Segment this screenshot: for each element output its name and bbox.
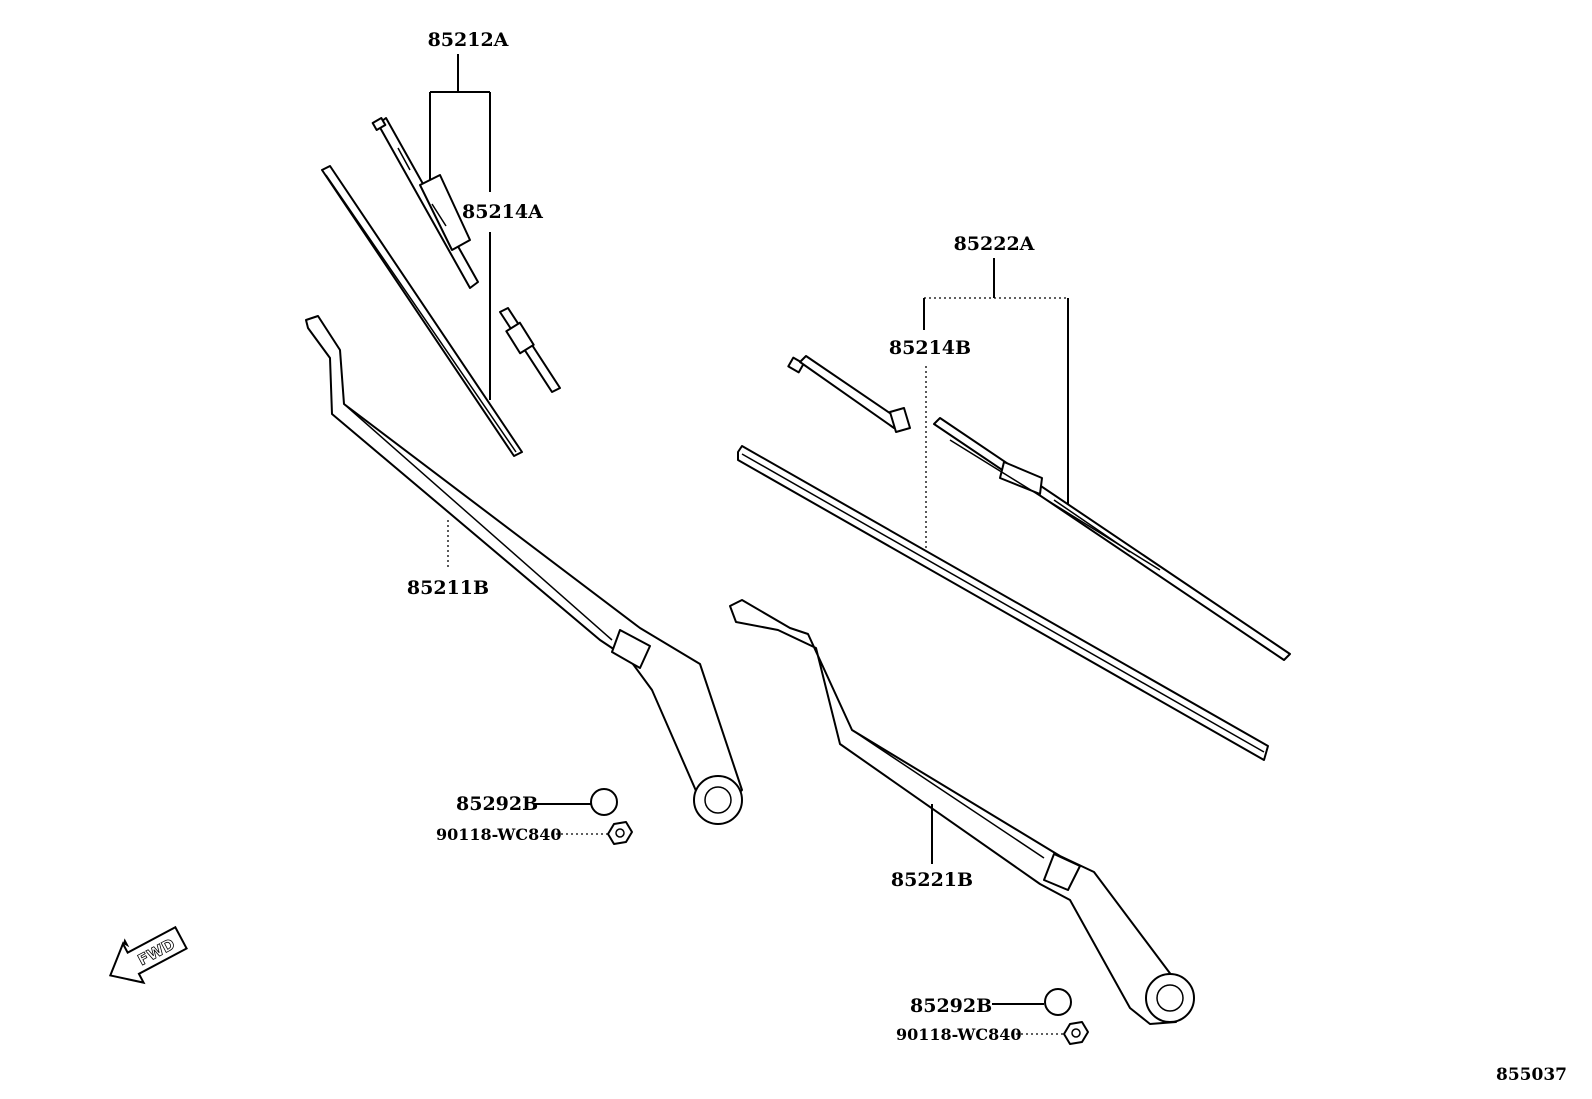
left-wiper-blade-frame	[371, 117, 561, 393]
label-rubber-left: 85214A	[462, 201, 543, 223]
fwd-arrow-icon: FWD	[108, 925, 188, 985]
leader-85222A	[923, 258, 1069, 505]
label-blade-assy-left: 85212A	[428, 29, 509, 51]
label-rubber-right: 85214B	[889, 337, 971, 359]
label-nut-right: 90118-WC840	[896, 1025, 1022, 1044]
label-cap-right: 85292B	[910, 995, 992, 1017]
right-wiper-blade-frame	[787, 355, 1291, 661]
leader-85212A	[429, 54, 491, 400]
label-arm-right: 85221B	[891, 869, 973, 891]
reference-code: 855037	[1496, 1065, 1567, 1085]
label-arm-left: 85211B	[407, 577, 489, 599]
label-nut-left: 90118-WC840	[436, 825, 562, 844]
label-cap-left: 85292B	[456, 793, 538, 815]
left-wiper-arm	[305, 315, 743, 825]
right-wiper-arm	[729, 599, 1195, 1025]
right-pivot-cap	[992, 988, 1072, 1016]
left-hex-nut	[556, 821, 633, 845]
left-pivot-cap	[533, 788, 618, 816]
left-wiper-rubber	[321, 165, 523, 457]
right-hex-nut	[1016, 1021, 1089, 1045]
label-blade-assy-right: 85222A	[954, 233, 1035, 255]
right-wiper-rubber	[737, 445, 1269, 761]
